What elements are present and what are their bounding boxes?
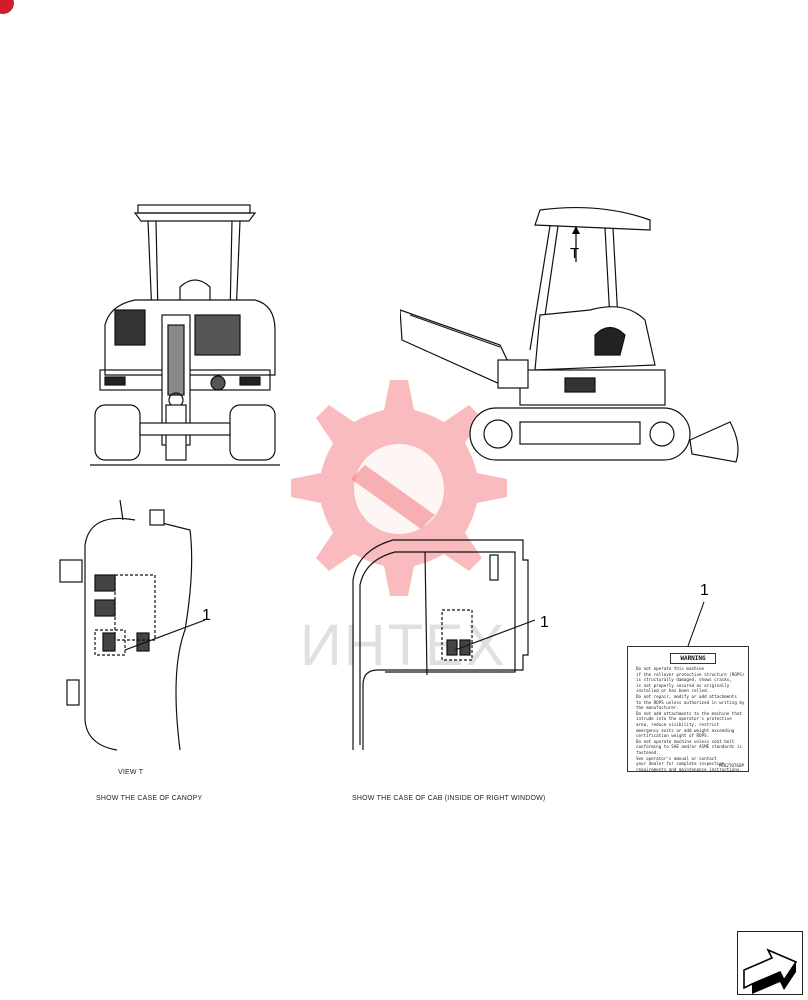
decal-line: requirements and maintenance instruction… xyxy=(636,766,742,772)
decal-line: to the ROPS unless authorized in writing… xyxy=(636,699,744,705)
decal-header: WARNING xyxy=(670,653,716,664)
cab-window-drawing xyxy=(352,539,536,750)
view-t-letter: T xyxy=(570,245,580,262)
watermark-gear-logo xyxy=(291,380,507,596)
decal-line: is not properly secured as originally xyxy=(636,682,730,688)
decal-line: conforming to SAE and/or ASME standards … xyxy=(636,744,742,750)
caption-canopy: SHOW THE CASE OF CANOPY xyxy=(96,795,203,802)
view-t-arrow xyxy=(572,226,580,262)
decal-part-code: PE02T0768P xyxy=(718,763,744,768)
decal-line: installed or has been rolled. xyxy=(636,688,710,694)
decal-line: Do not operate machine unless seat belt xyxy=(636,738,735,744)
decal-line: See operator's manual or contact xyxy=(636,755,717,761)
excavator-front-view xyxy=(90,204,280,466)
decal-line: intrude into the operator's protective xyxy=(636,716,732,722)
corner-red-mark xyxy=(0,0,14,14)
decal-line: Do not operate this machine xyxy=(636,666,705,671)
canopy-view-drawing xyxy=(59,499,205,751)
decal-line: if the rollover protective structure (RO… xyxy=(636,671,744,677)
view-t-label: VIEW T xyxy=(118,769,144,776)
callout-number-1: 1 xyxy=(202,607,211,624)
next-page-button[interactable] xyxy=(737,931,803,995)
decal-line: area, reduce visibility, restrict xyxy=(636,721,720,727)
caption-cab: SHOW THE CASE OF CAB (INSIDE OF RIGHT WI… xyxy=(352,795,546,802)
callout-number-2: 1 xyxy=(540,614,549,631)
next-arrow-icon xyxy=(743,948,798,994)
decal-line: the manufacturer. xyxy=(636,705,679,711)
excavator-side-view xyxy=(400,206,739,463)
callout-number-3: 1 xyxy=(700,582,709,599)
decal-line: emergency exits or add weight exceeding xyxy=(636,727,735,733)
decal-line: fastened. xyxy=(636,749,659,755)
decal-line: Do not repair, modify or add attachments xyxy=(636,693,737,699)
decal-line: is structurally damaged, shows cracks, xyxy=(636,677,732,683)
decal-line: your dealer for complete inspection xyxy=(636,761,725,767)
decal-line: certification weight of ROPS. xyxy=(636,733,710,739)
decal-leader-line xyxy=(687,601,705,647)
decal-line: Do not add attachments to the machine th… xyxy=(636,710,742,716)
